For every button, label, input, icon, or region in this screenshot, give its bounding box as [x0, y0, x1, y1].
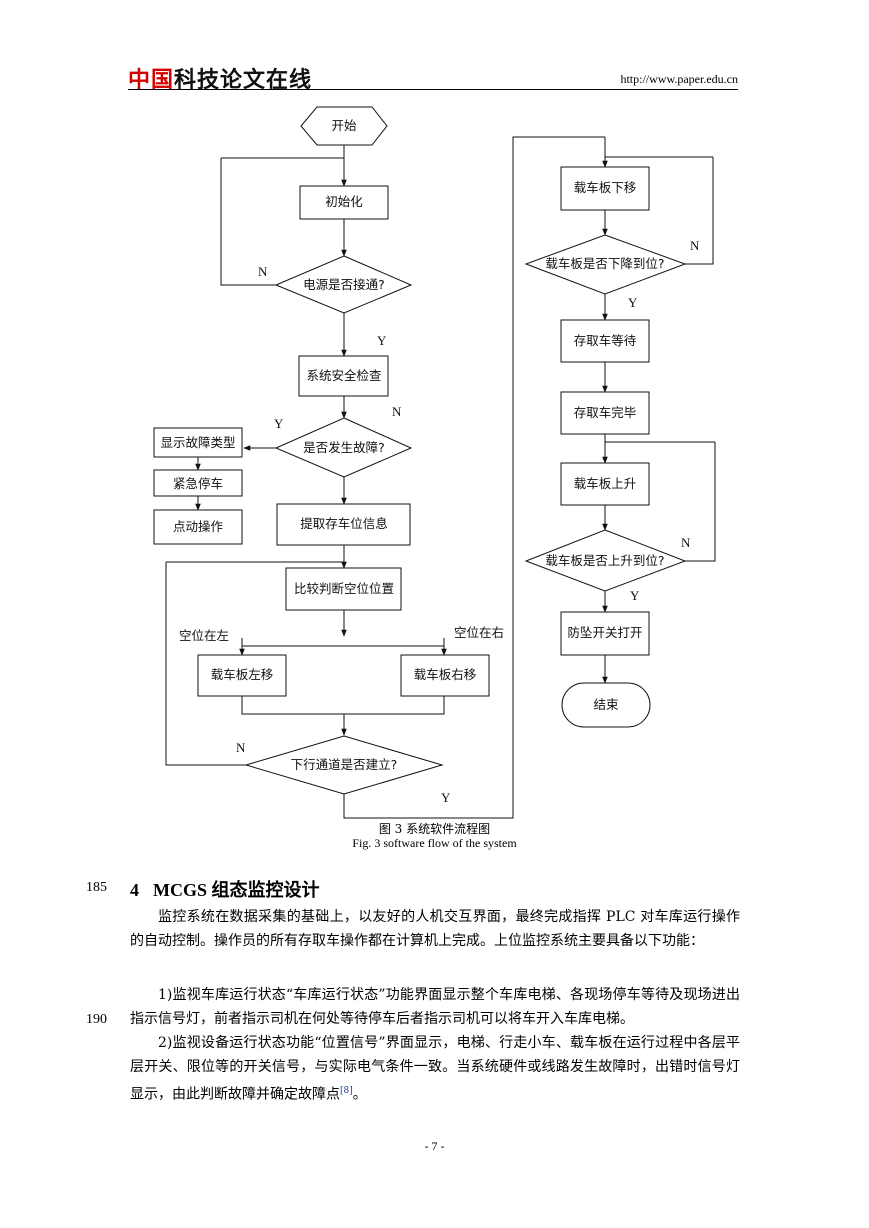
compare-text: 比较判断空位位置	[294, 581, 394, 596]
fall-switch-box	[560, 611, 650, 656]
start-terminal	[300, 106, 388, 146]
channel-no-label: N	[236, 740, 246, 755]
citation-link[interactable]: [8]	[340, 1086, 353, 1096]
jog-text: 点动操作	[173, 519, 224, 534]
figure-caption-en: Fig. 3 software flow of the system	[352, 836, 517, 850]
fetch-info-text: 提取存车位信息	[300, 516, 388, 531]
end-text: 结束	[593, 697, 619, 712]
empty-right-label: 空位在右	[454, 625, 504, 640]
power-no-label: N	[258, 264, 268, 279]
power-decision	[274, 255, 413, 314]
wait-text: 存取车等待	[574, 333, 637, 348]
down-done-decision	[524, 234, 687, 295]
up-move-text: 载车板上升	[574, 476, 637, 491]
line-number-185: 185	[86, 880, 107, 895]
up-done-decision	[524, 529, 687, 592]
site-logo: 中国科技论文在线	[128, 68, 313, 93]
figure-caption-cn: 图 3 系统软件流程图	[378, 822, 491, 836]
safety-box	[298, 355, 389, 397]
right-move-text: 载车板右移	[414, 667, 477, 682]
left-move-text: 载车板左移	[211, 667, 274, 682]
power-text: 电源是否接通?	[303, 277, 385, 292]
software-flowchart: 开始 初始化 电源是否接通? 系统安全检查 是否发生故障? 显示故障类型 紧急停…	[153, 106, 716, 819]
show-fault-text: 显示故障类型	[160, 435, 235, 450]
power-yes-label: Y	[377, 333, 387, 348]
down-move-text: 载车板下移	[574, 180, 637, 195]
compare-box	[285, 567, 402, 611]
fault-no-label: N	[392, 404, 402, 419]
end-terminal	[561, 682, 651, 728]
paragraph-1: 监控系统在数据采集的基础上，以友好的人机交互界面，最终完成指挥 PLC 对车库运…	[130, 909, 740, 949]
channel-decision	[244, 735, 444, 795]
down-move-box	[560, 166, 650, 211]
done-text: 存取车完毕	[574, 405, 637, 420]
line-number-190: 190	[86, 1012, 107, 1027]
left-move-box	[197, 654, 287, 697]
paragraph-2: 1)监视车库运行状态“车库运行状态”功能界面显示整个车库电梯、各现场停车等待及现…	[130, 987, 740, 1027]
safety-text: 系统安全检查	[306, 368, 382, 383]
down-yes-label: Y	[628, 295, 638, 310]
done-box	[560, 391, 650, 435]
wait-box	[560, 319, 650, 363]
fault-yes-label: Y	[274, 416, 284, 431]
estop-box	[153, 469, 243, 497]
paragraph-3: 2)监视设备运行状态功能“位置信号”界面显示，电梯、行走小车、载车板在运行过程中…	[130, 1035, 740, 1103]
fault-text: 是否发生故障?	[303, 440, 385, 455]
page-number: - 7 -	[424, 1139, 445, 1153]
channel-yes-label: Y	[441, 790, 451, 805]
init-text: 初始化	[325, 194, 363, 209]
fall-switch-text: 防坠开关打开	[567, 625, 642, 640]
empty-left-label: 空位在左	[179, 628, 229, 643]
up-move-box	[560, 462, 650, 506]
header-url: http://www.paper.edu.cn	[620, 72, 738, 86]
down-no-label: N	[690, 238, 700, 253]
up-no-label: N	[681, 535, 691, 550]
up-yes-label: Y	[630, 588, 640, 603]
down-done-text: 载车板是否下降到位?	[545, 256, 664, 271]
start-text: 开始	[331, 118, 357, 133]
right-move-box	[400, 654, 490, 697]
show-fault-box	[153, 427, 243, 458]
jog-box	[153, 509, 243, 545]
up-done-text: 载车板是否上升到位?	[545, 553, 664, 568]
fault-decision	[274, 417, 413, 478]
fetch-info-box	[276, 503, 411, 546]
header-rule	[128, 89, 738, 90]
channel-text: 下行通道是否建立?	[291, 757, 398, 772]
estop-text: 紧急停车	[173, 476, 223, 491]
init-box	[299, 185, 389, 220]
